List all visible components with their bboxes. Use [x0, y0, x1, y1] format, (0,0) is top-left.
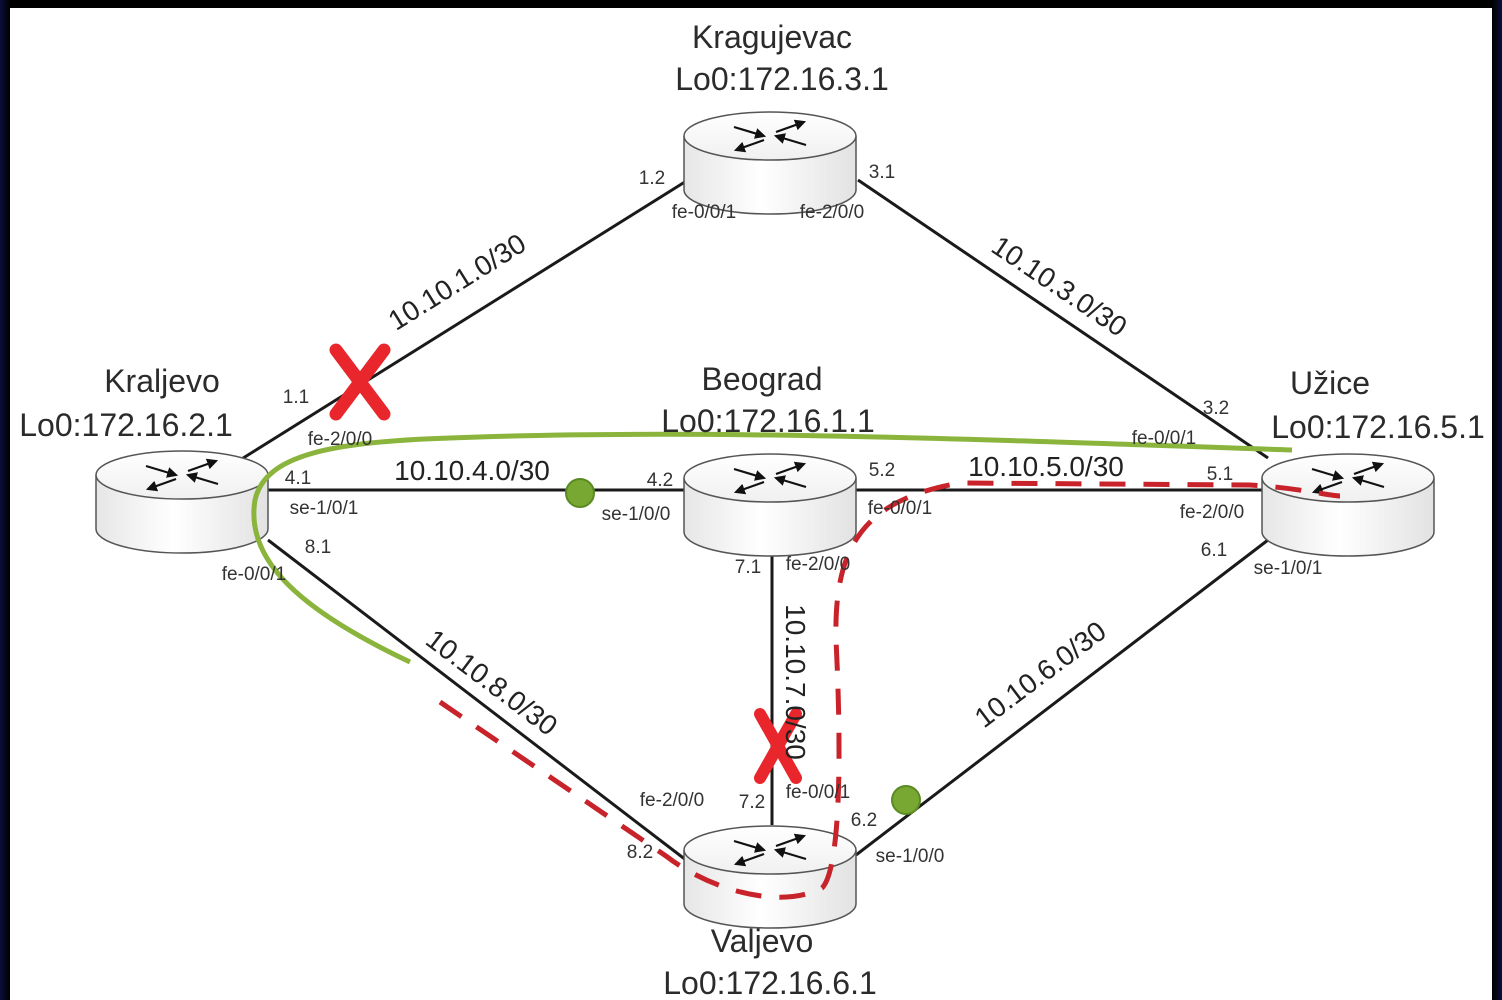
interface-address: 8.2 — [627, 842, 653, 863]
failure-mark-icon — [329, 343, 391, 421]
interface-address: 4.1 — [285, 468, 311, 489]
interface-name: se-1/0/0 — [602, 504, 671, 525]
interface-address: 7.1 — [735, 557, 761, 578]
router-uzice[interactable] — [1262, 454, 1434, 556]
interface-name: fe-0/0/1 — [222, 564, 286, 585]
interface-name: fe-2/0/0 — [1180, 502, 1244, 523]
endpoint-dot — [891, 785, 921, 815]
router-loopback: Lo0:172.16.2.1 — [19, 407, 233, 443]
interface-address: 1.2 — [639, 168, 665, 189]
router-loopback: Lo0:172.16.1.1 — [661, 403, 875, 439]
router-loopback: Lo0:172.16.3.1 — [675, 61, 889, 97]
link-kragujevac-uzice — [857, 178, 1269, 460]
interface-address: 5.1 — [1207, 464, 1233, 485]
network-label: 10.10.3.0/30 — [986, 230, 1132, 343]
network-label: 10.10.4.0/30 — [394, 455, 550, 486]
network-label: 10.10.5.0/30 — [968, 451, 1124, 482]
interface-address: 3.2 — [1203, 398, 1229, 419]
link-kraljevo-kragujevac — [239, 178, 689, 462]
interface-name: se-1/0/1 — [1254, 558, 1323, 579]
links — [239, 178, 1269, 862]
router-name: Kraljevo — [104, 363, 220, 399]
interface-name: fe-2/0/0 — [640, 790, 704, 811]
router-kraljevo[interactable] — [96, 451, 268, 553]
interface-address: 7.2 — [739, 792, 765, 813]
interface-address: 6.1 — [1201, 540, 1227, 561]
router-loopback: Lo0:172.16.5.1 — [1271, 409, 1485, 445]
interface-name: fe-0/0/1 — [1132, 428, 1196, 449]
interface-address: 1.1 — [283, 387, 309, 408]
interface-address: 8.1 — [305, 537, 331, 558]
failure-mark-icon — [754, 708, 802, 784]
red-dashed-path — [438, 480, 1341, 900]
router-name: Beograd — [702, 361, 823, 397]
interface-address: 4.2 — [647, 470, 673, 491]
endpoint-dot — [565, 478, 595, 508]
network-topology-diagram: Kragujevac Lo0:172.16.3.1 Kraljevo Lo0:1… — [19, 19, 1485, 1000]
network-label: 10.10.1.0/30 — [383, 228, 531, 337]
interface-name: se-1/0/1 — [290, 498, 359, 519]
interface-address: 6.2 — [851, 810, 877, 831]
interface-name: fe-0/0/1 — [786, 782, 850, 803]
green-path — [251, 431, 1293, 665]
router-name: Užice — [1290, 365, 1370, 401]
link-valjevo-uzice — [855, 538, 1269, 857]
router-loopback: Lo0:172.16.6.1 — [663, 965, 877, 1000]
router-name: Kragujevac — [692, 19, 852, 55]
interface-name: fe-0/0/1 — [672, 202, 736, 223]
interface-name: fe-2/0/0 — [786, 554, 850, 575]
interface-name: se-1/0/0 — [876, 846, 945, 867]
interface-address: 3.1 — [869, 162, 895, 183]
network-label: 10.10.8.0/30 — [420, 623, 563, 741]
router-kragujevac[interactable] — [684, 112, 856, 214]
router-name: Valjevo — [711, 923, 814, 959]
link-kraljevo-valjevo — [267, 538, 687, 862]
router-beograd[interactable] — [684, 454, 856, 556]
interface-name: fe-2/0/0 — [800, 202, 864, 223]
network-label: 10.10.7.0/30 — [780, 604, 811, 760]
interface-address: 5.2 — [869, 460, 895, 481]
interface-name: fe-2/0/0 — [308, 429, 372, 450]
interface-name: fe-0/0/1 — [868, 498, 932, 519]
diagram-canvas: Kragujevac Lo0:172.16.3.1 Kraljevo Lo0:1… — [10, 8, 1492, 1000]
